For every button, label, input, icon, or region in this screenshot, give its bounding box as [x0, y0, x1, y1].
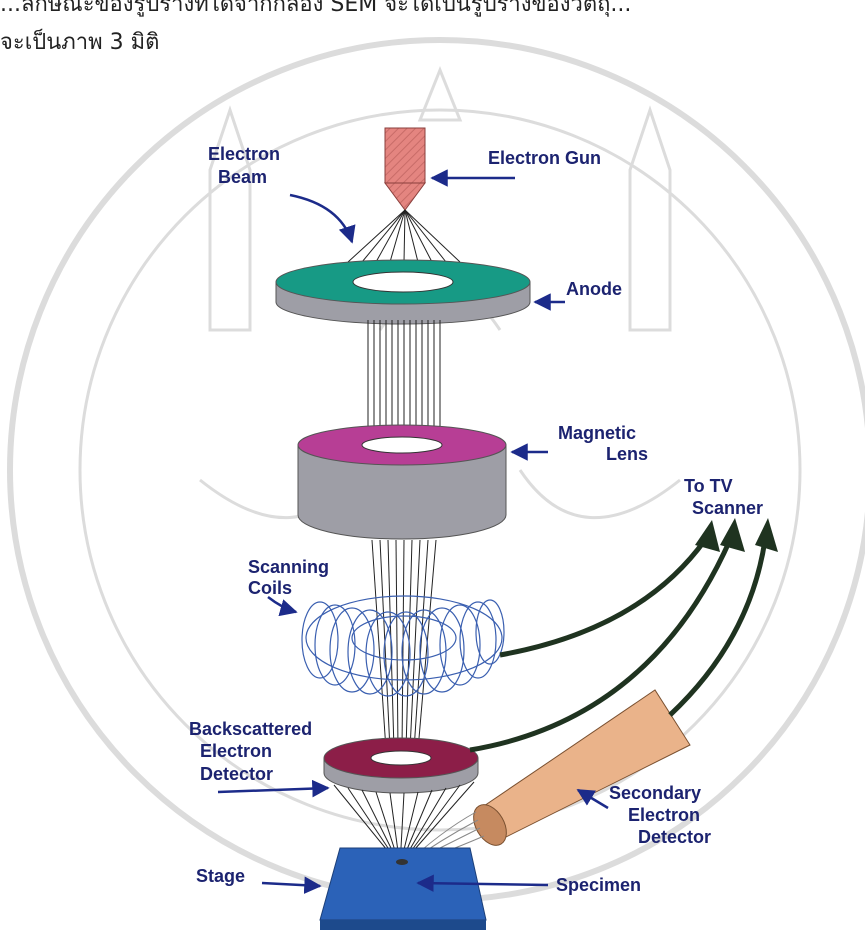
label-electron-gun: Electron Gun: [488, 148, 601, 168]
label-backscattered-line1: Backscattered: [189, 719, 312, 739]
magnetic-lens: [297, 424, 507, 540]
backscattered-detector-ring: [323, 737, 479, 794]
signal-arrows: [469, 538, 768, 753]
label-to-tv-line2: Scanner: [692, 498, 763, 518]
caption: ...ลักษณะของรูปร่างที่ได้จากกล้อง SEM จะ…: [0, 0, 865, 62]
anode-ring: [275, 259, 531, 325]
label-magnetic-lens-line2: Lens: [606, 444, 648, 464]
label-backscattered-line3: Detector: [200, 764, 273, 784]
signal-arrowheads: [695, 518, 778, 552]
label-secondary-line3: Detector: [638, 827, 711, 847]
label-stage: Stage: [196, 866, 245, 886]
label-to-tv-line1: To TV: [684, 476, 733, 496]
label-backscattered-line2: Electron: [200, 741, 272, 761]
caption-line-2: จะเป็นภาพ 3 มิติ: [0, 30, 160, 55]
label-electron-beam-line2: Beam: [218, 167, 267, 187]
electron-gun: [384, 127, 426, 211]
label-arrows: [217, 169, 609, 894]
label-magnetic-lens-line1: Magnetic: [558, 423, 636, 443]
label-scanning-coils-line1: Scanning: [248, 557, 329, 577]
caption-line-1: ...ลักษณะของรูปร่างที่ได้จากกล้อง SEM จะ…: [0, 0, 632, 17]
label-specimen: Specimen: [556, 875, 641, 895]
label-secondary-line2: Electron: [628, 805, 700, 825]
electron-beam-lower: [371, 539, 437, 751]
label-scanning-coils-line2: Coils: [248, 578, 292, 598]
label-electron-beam-line1: Electron: [208, 144, 280, 164]
stage: [319, 847, 487, 930]
scanning-coils: [301, 595, 505, 697]
label-secondary-line1: Secondary: [609, 783, 701, 803]
electron-beam-middle: [367, 320, 441, 440]
label-anode: Anode: [566, 279, 622, 299]
electron-beam-upper: [347, 209, 461, 263]
